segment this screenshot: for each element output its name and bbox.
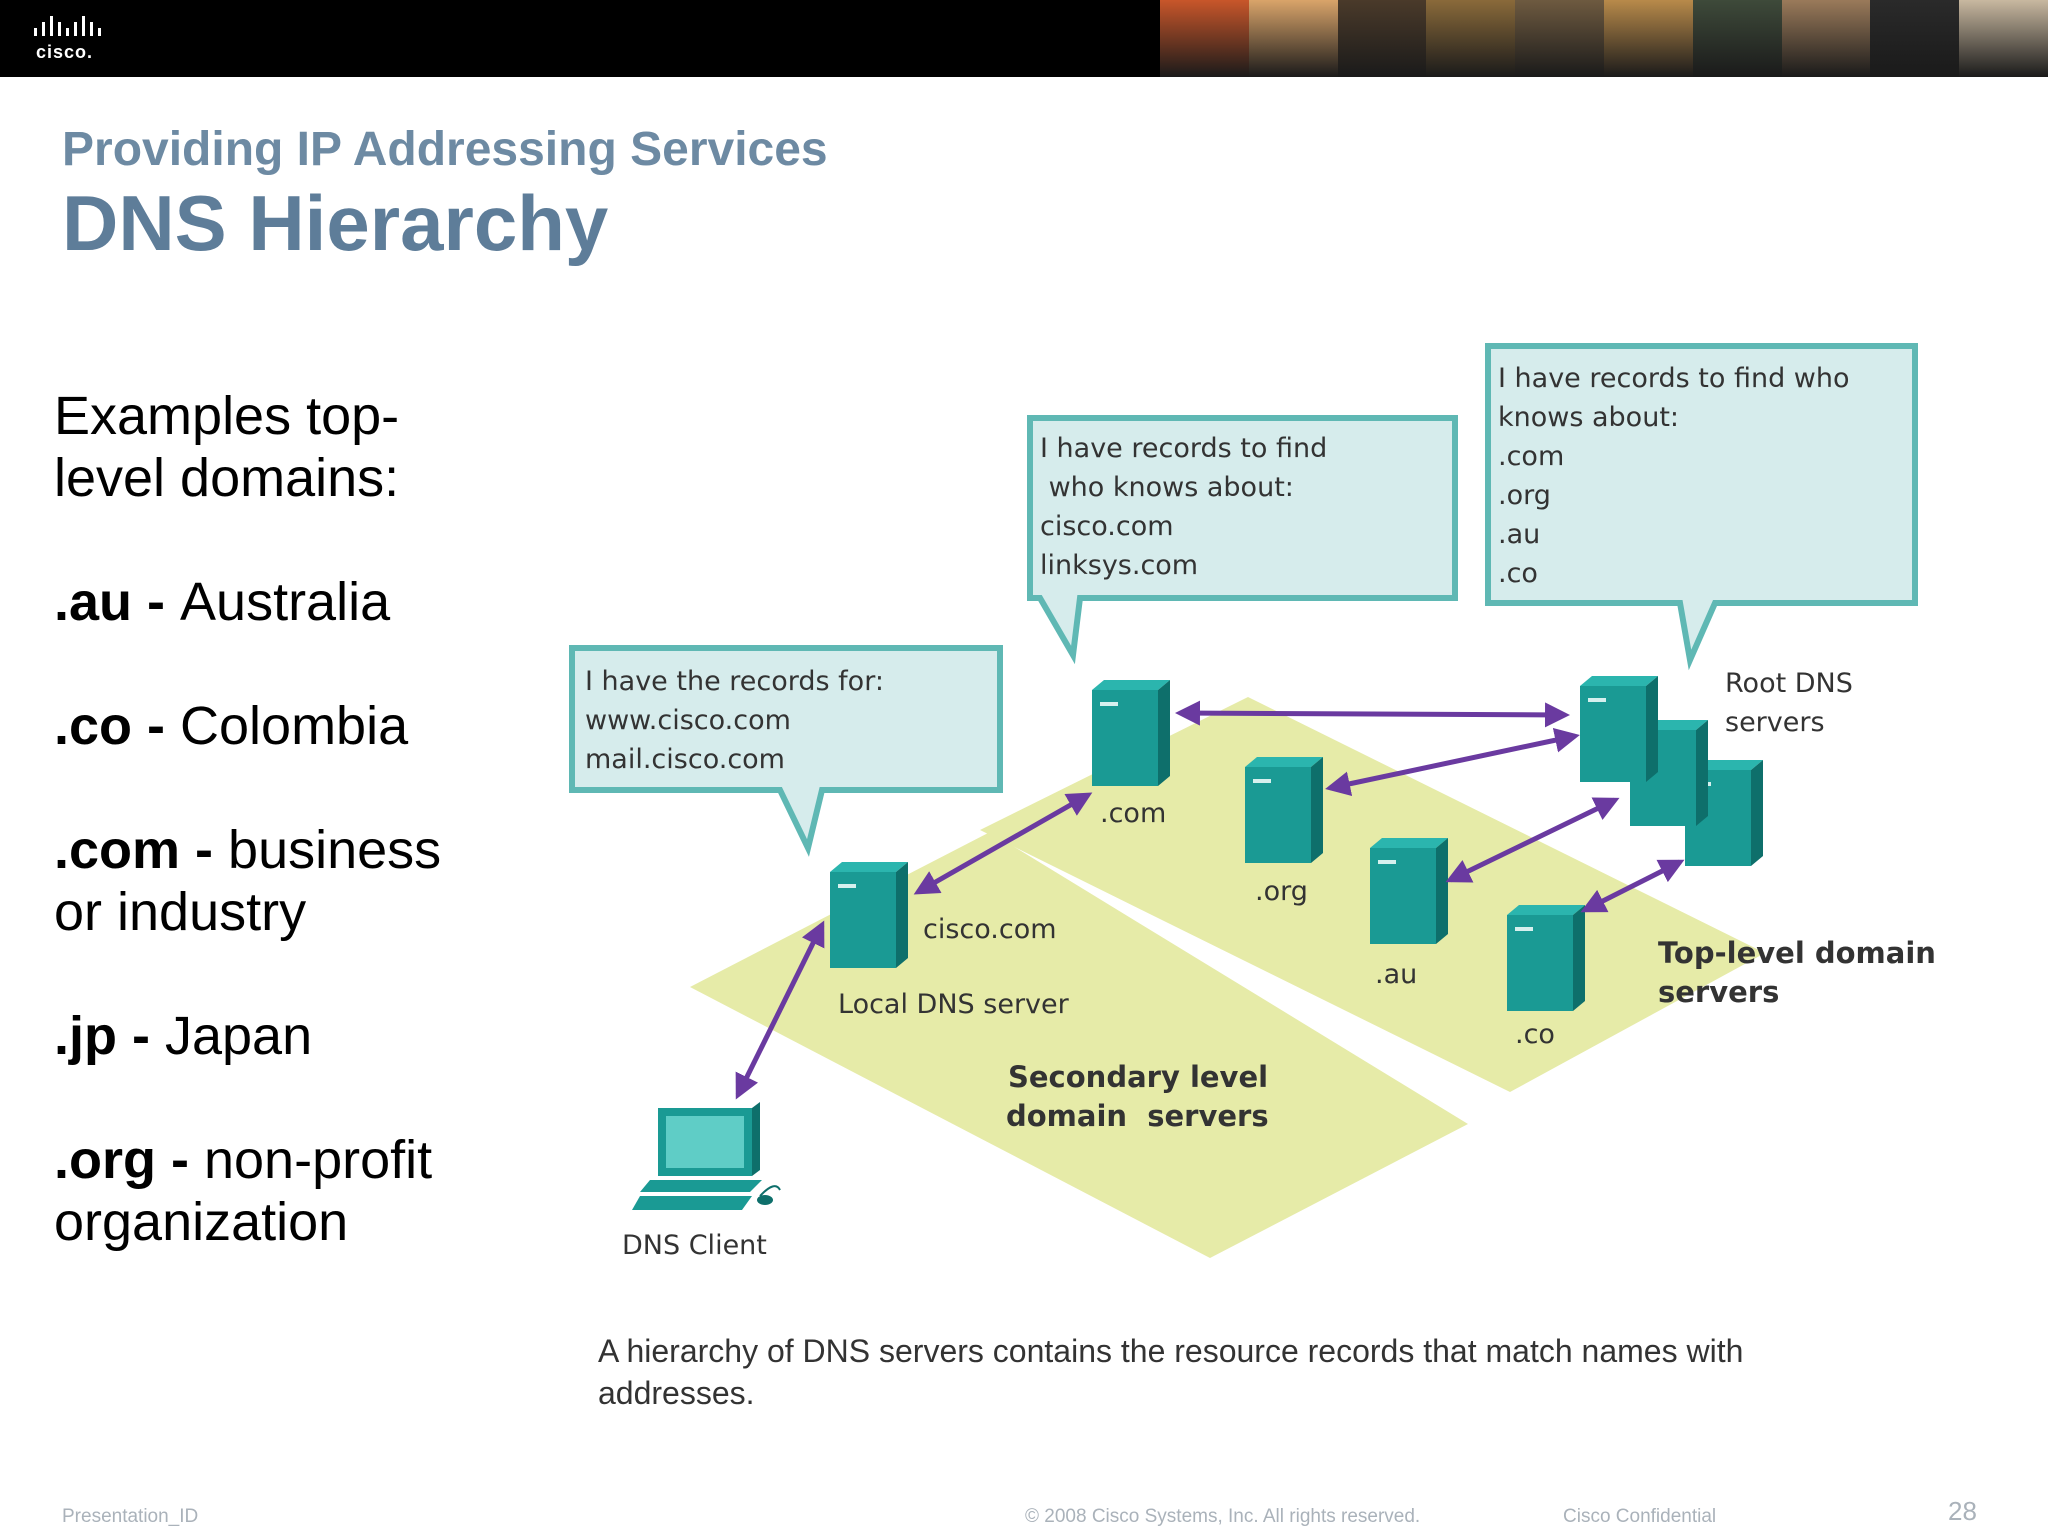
root-dns-label: Root DNS bbox=[1725, 668, 1853, 699]
header-photo-strip bbox=[1160, 0, 2048, 77]
dns-client-label: DNS Client bbox=[622, 1230, 767, 1261]
root-server-icon bbox=[1580, 676, 1658, 782]
cisco-com-label: cisco.com bbox=[923, 914, 1057, 945]
local-dns-bubble: I have the records for: www.cisco.com ma… bbox=[569, 645, 1003, 857]
bullet-item: .jp - Japan bbox=[54, 1006, 313, 1066]
bubble-text: .com bbox=[1498, 441, 1564, 472]
secondary-servers-label: Secondary level bbox=[1008, 1060, 1268, 1094]
header-photo bbox=[1870, 0, 1960, 77]
co-label: .co bbox=[1515, 1019, 1555, 1050]
bullet-item: .au - Australia bbox=[54, 572, 391, 632]
slide-title: DNS Hierarchy bbox=[62, 179, 609, 267]
header-photo bbox=[1603, 0, 1693, 77]
header-photo bbox=[1781, 0, 1871, 77]
header-photo bbox=[1426, 0, 1516, 77]
footer-copyright: © 2008 Cisco Systems, Inc. All rights re… bbox=[1025, 1506, 1421, 1527]
header-photo bbox=[1160, 0, 1249, 77]
tld-servers-label: Top-level domain bbox=[1658, 936, 1936, 970]
bubble-text: www.cisco.com bbox=[585, 705, 791, 736]
query-arrows bbox=[735, 700, 1685, 1100]
header-bar: cisco. bbox=[0, 0, 2048, 77]
au-server-icon bbox=[1370, 838, 1448, 944]
bubble-text: who knows about: bbox=[1040, 472, 1294, 503]
footer-presentation-id: Presentation_ID bbox=[62, 1506, 199, 1527]
diagram-caption: A hierarchy of DNS servers contains the … bbox=[598, 1333, 1744, 1411]
root-dns-label: servers bbox=[1725, 707, 1825, 738]
bubble-text: I have the records for: bbox=[585, 666, 884, 697]
cisco-bars-icon bbox=[34, 16, 101, 36]
bubble-text: I have records to find who bbox=[1498, 363, 1850, 394]
page-number: 28 bbox=[1948, 1496, 1977, 1526]
bullet-item: .org - non-profit organization bbox=[54, 1130, 433, 1252]
footer-confidential: Cisco Confidential bbox=[1563, 1506, 1717, 1527]
logo-text: cisco. bbox=[36, 42, 94, 62]
dns-hierarchy-diagram: I have the records for: www.cisco.com ma… bbox=[569, 343, 1936, 1261]
bubble-text: mail.cisco.com bbox=[585, 744, 785, 775]
bullet-item: .co - Colombia bbox=[54, 696, 409, 756]
secondary-servers-label: domain servers bbox=[1006, 1099, 1269, 1133]
com-server-bubble: I have records to find who knows about: … bbox=[1027, 415, 1458, 665]
org-server-icon bbox=[1245, 757, 1323, 863]
header-photo bbox=[1248, 0, 1338, 77]
bubble-text: .au bbox=[1498, 519, 1540, 550]
local-dns-label: Local DNS server bbox=[838, 989, 1070, 1020]
header-photo bbox=[1515, 0, 1604, 77]
slide-subtitle: Providing IP Addressing Services bbox=[62, 123, 828, 176]
header-photo bbox=[1692, 0, 1782, 77]
bubble-text: .co bbox=[1498, 558, 1538, 589]
com-server-icon bbox=[1092, 680, 1170, 786]
bubble-text: linksys.com bbox=[1040, 550, 1198, 581]
co-server-icon bbox=[1507, 905, 1585, 1011]
bullet-item: .com - business or industry bbox=[54, 820, 442, 942]
local-dns-server-icon bbox=[830, 862, 908, 968]
bullet-list: Examples top-level domains: .au - Austra… bbox=[54, 385, 494, 1315]
org-label: .org bbox=[1255, 876, 1308, 907]
au-label: .au bbox=[1375, 959, 1417, 990]
root-server-bubble: I have records to find who knows about: … bbox=[1485, 343, 1918, 671]
header-photo bbox=[1959, 0, 2048, 77]
bubble-text: cisco.com bbox=[1040, 511, 1174, 542]
com-label: .com bbox=[1100, 798, 1166, 829]
bubble-text: knows about: bbox=[1498, 402, 1679, 433]
dns-client-computer-icon bbox=[632, 1102, 781, 1210]
bubble-text: I have records to find bbox=[1040, 433, 1327, 464]
header-photo bbox=[1337, 0, 1427, 77]
tld-servers-label: servers bbox=[1658, 975, 1779, 1009]
bullet-item: Examples top-level domains: bbox=[54, 386, 400, 508]
bubble-text: .org bbox=[1498, 480, 1551, 511]
